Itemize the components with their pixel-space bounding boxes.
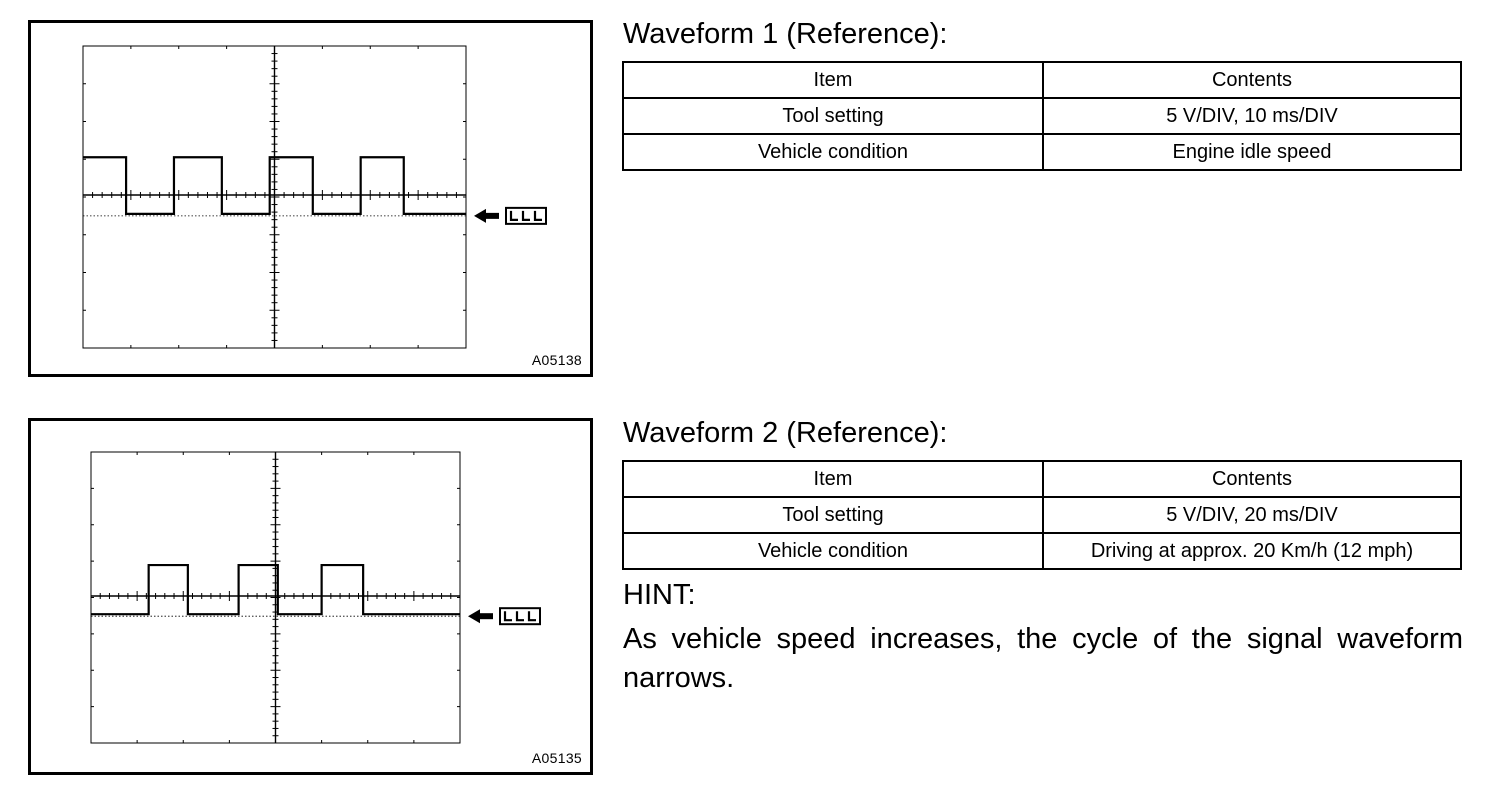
ground-symbol-stroke [527,611,536,622]
waveform-1-figure: A05138 [28,20,593,377]
signal-waveform [91,563,460,616]
table-cell: Engine idle speed [1042,133,1462,171]
table-header-row: Item Contents [622,61,1462,99]
hint-label: HINT: [623,579,696,611]
table-header-cell: Item [622,460,1044,498]
hint-text: As vehicle speed increases, the cycle of… [623,623,1463,694]
table-cell: 5 V/DIV, 20 ms/DIV [1042,496,1462,534]
table-cell: Vehicle condition [622,532,1044,570]
table-header-cell: Item [622,61,1044,99]
signal-waveform [83,156,466,215]
waveform-2-table: Item Contents Tool setting 5 V/DIV, 20 m… [622,460,1462,570]
ground-symbol-stroke [515,611,524,622]
table-header-row: Item Contents [622,460,1462,498]
table-row: Tool setting 5 V/DIV, 10 ms/DIV [622,97,1462,135]
table-header-cell: Contents [1042,61,1462,99]
arrow-icon [468,609,480,624]
oscilloscope-screen [82,45,547,349]
figure-code: A05138 [531,352,582,368]
waveform-1-title: Waveform 1 (Reference): [623,18,948,50]
table-header-cell: Contents [1042,460,1462,498]
waveform-2-title: Waveform 2 (Reference): [623,417,948,449]
waveform-2-figure: A05135 [28,418,593,775]
ground-symbol-stroke [533,210,542,221]
table-row: Tool setting 5 V/DIV, 20 ms/DIV [622,496,1462,534]
ground-symbol-stroke [509,210,518,221]
table-cell: Vehicle condition [622,133,1044,171]
figure-code: A05135 [531,750,582,766]
arrow-shaft [479,613,493,620]
table-cell: 5 V/DIV, 10 ms/DIV [1042,97,1462,135]
ground-symbol-stroke [521,210,530,221]
table-cell: Tool setting [622,496,1044,534]
table-row: Vehicle condition Engine idle speed [622,133,1462,171]
ground-symbol-icon [499,607,541,626]
table-cell: Tool setting [622,97,1044,135]
ground-symbol-stroke [503,611,512,622]
arrow-shaft [485,212,499,219]
table-row: Vehicle condition Driving at approx. 20 … [622,532,1462,570]
waveform-1-table: Item Contents Tool setting 5 V/DIV, 10 m… [622,61,1462,171]
arrow-icon [474,208,486,223]
ground-symbol-icon [505,206,547,225]
oscilloscope-screen [90,451,541,744]
table-cell: Driving at approx. 20 Km/h (12 mph) [1042,532,1462,570]
